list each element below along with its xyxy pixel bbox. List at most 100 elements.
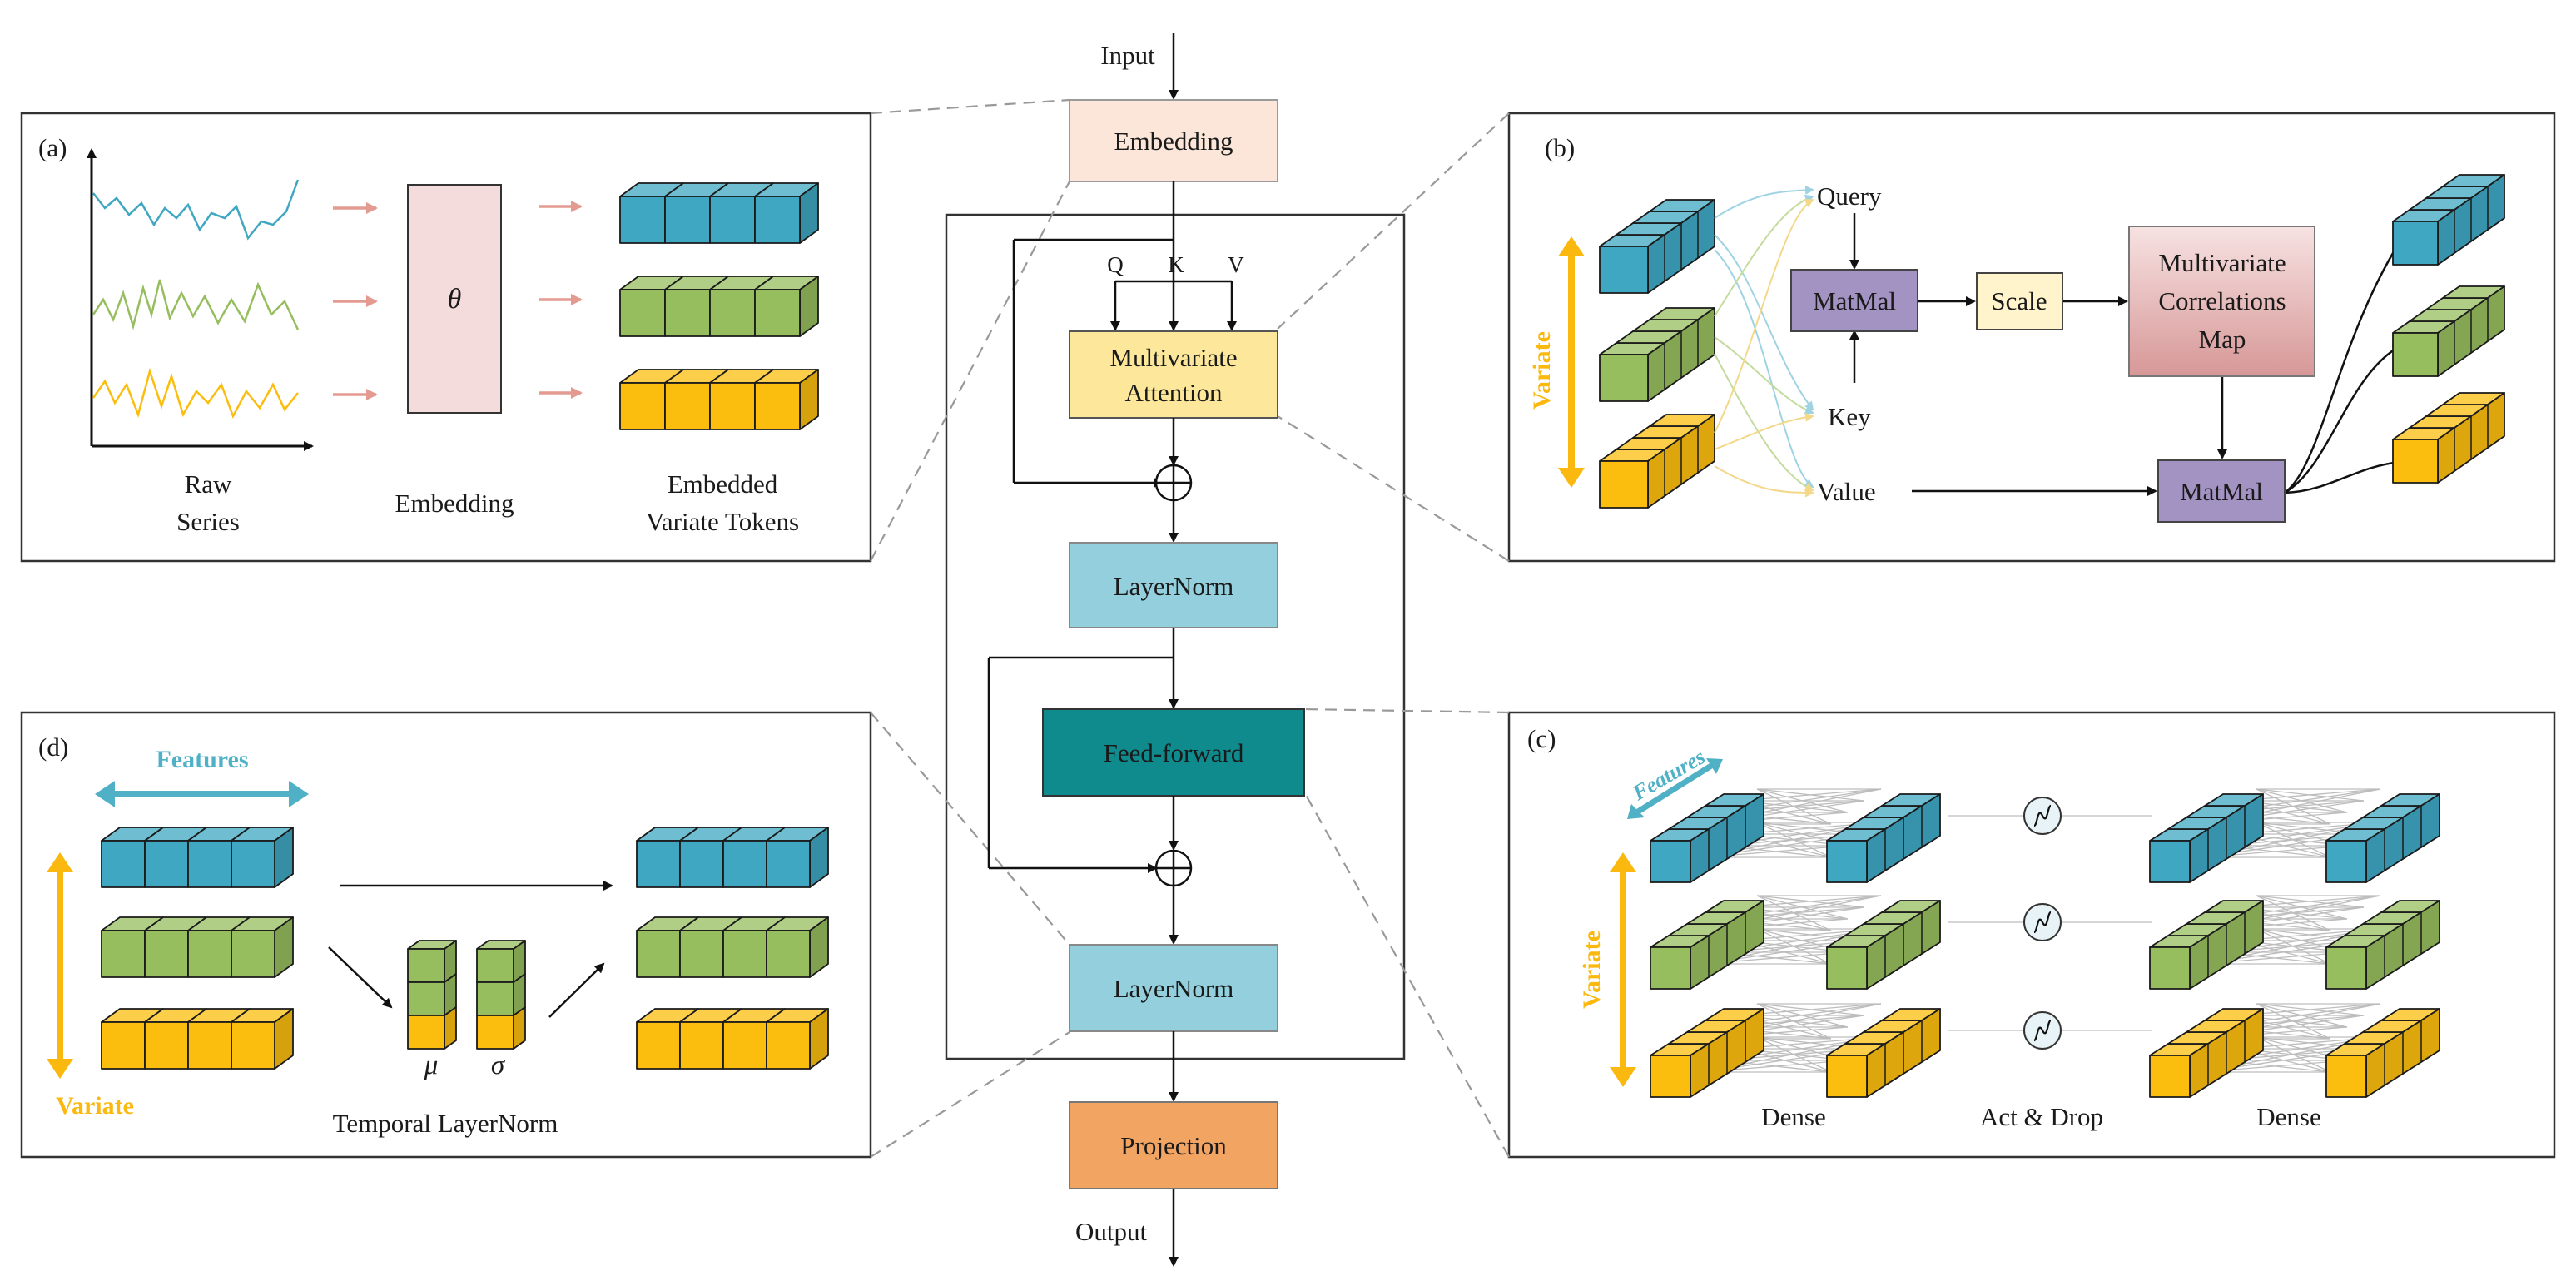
normalized-token-green	[636, 916, 829, 978]
dense1-output-blue	[1826, 793, 1941, 883]
panel-c-tokens	[1650, 793, 2440, 1098]
matmul-box-1-label: MatMal	[1813, 286, 1896, 315]
panel-b-variate-arrow-top	[1558, 236, 1585, 256]
key-label: Key	[1828, 402, 1871, 431]
panel-b-input-tokens	[1599, 199, 1715, 509]
zoom-connectors	[870, 98, 1510, 1158]
dense2-output-green	[2325, 900, 2440, 990]
dense2-input-blue	[2149, 793, 2264, 883]
query-label: Query	[1817, 181, 1882, 211]
output-token-yellow	[2392, 392, 2505, 484]
projection-block-label: Projection	[1120, 1131, 1227, 1160]
map-line2: Correlations	[2158, 286, 2286, 315]
raw-series-line2: Series	[176, 507, 240, 536]
layernorm-block-1-label: LayerNorm	[1114, 572, 1234, 601]
panel-d-variate-arrow	[47, 852, 73, 1079]
input-token-green	[101, 916, 294, 978]
panel-d-variate-label: Variate	[56, 1092, 134, 1120]
mu-label: μ	[424, 1050, 439, 1080]
scale-box	[1976, 272, 2063, 330]
panel-c-variate-label: Variate	[1578, 931, 1606, 1009]
panel-d-arrows	[328, 881, 613, 1018]
dense1-input-blue	[1650, 793, 1764, 883]
panel-c-variate-arrow-bottom	[1610, 1067, 1636, 1087]
correlation-map-box	[2128, 226, 2315, 377]
normalized-token-yellow	[636, 1008, 829, 1070]
dense2-output-blue	[2325, 793, 2440, 883]
layernorm-block-1	[1069, 542, 1278, 628]
panel-c-features-arrow	[1627, 758, 1723, 819]
panel-d-frame	[20, 711, 872, 1159]
output-label: Output	[1075, 1217, 1148, 1246]
panel-a-tag: (a)	[38, 133, 67, 162]
panel-b-tag: (b)	[1545, 133, 1575, 162]
projection-block	[1069, 1101, 1278, 1189]
raw-series-yellow	[92, 367, 299, 420]
matmul-box-2-label: MatMal	[2180, 477, 2263, 506]
map-line3: Map	[2199, 325, 2246, 354]
tokens-line2: Variate Tokens	[646, 507, 799, 536]
theta-box	[407, 184, 502, 414]
q-label: Q	[1107, 252, 1124, 277]
tokens-line1: Embedded	[668, 469, 778, 499]
activation-node-yellow	[2023, 1011, 2062, 1050]
panel-a-tokens	[619, 182, 819, 430]
matmul-box-1	[1790, 269, 1918, 332]
embedded-token-green	[619, 276, 819, 337]
embedded-token-blue	[619, 182, 819, 244]
activation-node-blue	[2023, 797, 2062, 835]
raw-series-axes	[87, 148, 314, 451]
act-drop-label: Act & Drop	[1980, 1102, 2103, 1131]
embedding-block-label: Embedding	[1114, 127, 1233, 156]
sigma-label: σ	[491, 1050, 506, 1080]
variate-token-blue	[1599, 199, 1715, 294]
attention-line1: Multivariate	[1109, 343, 1237, 372]
k-label: K	[1168, 252, 1184, 277]
panel-c-variate-arrow-top	[1610, 852, 1636, 872]
panel-b-arrows	[1849, 213, 2407, 496]
dense1-output-green	[1826, 900, 1941, 990]
output-token-green	[2392, 285, 2505, 377]
v-label: V	[1228, 252, 1244, 277]
temporal-layernorm-caption: Temporal LayerNorm	[333, 1109, 558, 1138]
theta-label: θ	[448, 284, 462, 315]
output-token-blue	[2392, 174, 2505, 266]
layernorm-block-2	[1069, 944, 1278, 1032]
value-label: Value	[1817, 477, 1876, 506]
feedforward-block	[1042, 708, 1305, 797]
raw-series-green	[92, 279, 300, 330]
input-token-blue	[101, 827, 294, 888]
dense1-input-yellow	[1650, 1008, 1764, 1098]
panel-d-tag: (d)	[38, 732, 68, 762]
panel-d-stats	[407, 940, 526, 1050]
embedded-token-yellow	[619, 369, 819, 430]
activation-node-green	[2023, 903, 2062, 941]
panel-a-arrows-out	[539, 201, 583, 399]
attention-block	[1069, 330, 1278, 419]
panel-c-activations	[2023, 797, 2062, 1050]
scale-box-label: Scale	[1991, 286, 2047, 315]
embedding-block	[1069, 99, 1278, 182]
mean-stack	[407, 940, 457, 1050]
input-token-yellow	[101, 1008, 294, 1070]
dense1-input-green	[1650, 900, 1764, 990]
dense2-output-yellow	[2325, 1008, 2440, 1098]
feedforward-block-label: Feed-forward	[1104, 738, 1244, 767]
panel-a-arrows-in	[333, 202, 378, 400]
map-line1: Multivariate	[2158, 248, 2286, 277]
matmul-box-2	[2157, 459, 2286, 523]
std-stack	[476, 940, 526, 1050]
raw-series-line1: Raw	[185, 469, 232, 499]
panel-b-variate-label: Variate	[1528, 331, 1556, 410]
normalized-token-blue	[636, 827, 829, 888]
input-label: Input	[1100, 41, 1155, 70]
variate-token-yellow	[1599, 414, 1715, 509]
panel-b-variate-arrow-bottom	[1558, 468, 1585, 488]
add-node-1	[1154, 464, 1193, 502]
dense2-input-yellow	[2149, 1008, 2264, 1098]
dense-label-2: Dense	[2256, 1102, 2320, 1131]
dense2-input-green	[2149, 900, 2264, 990]
layernorm-block-2-label: LayerNorm	[1114, 974, 1234, 1003]
ffn-residual-lines	[987, 628, 1179, 873]
